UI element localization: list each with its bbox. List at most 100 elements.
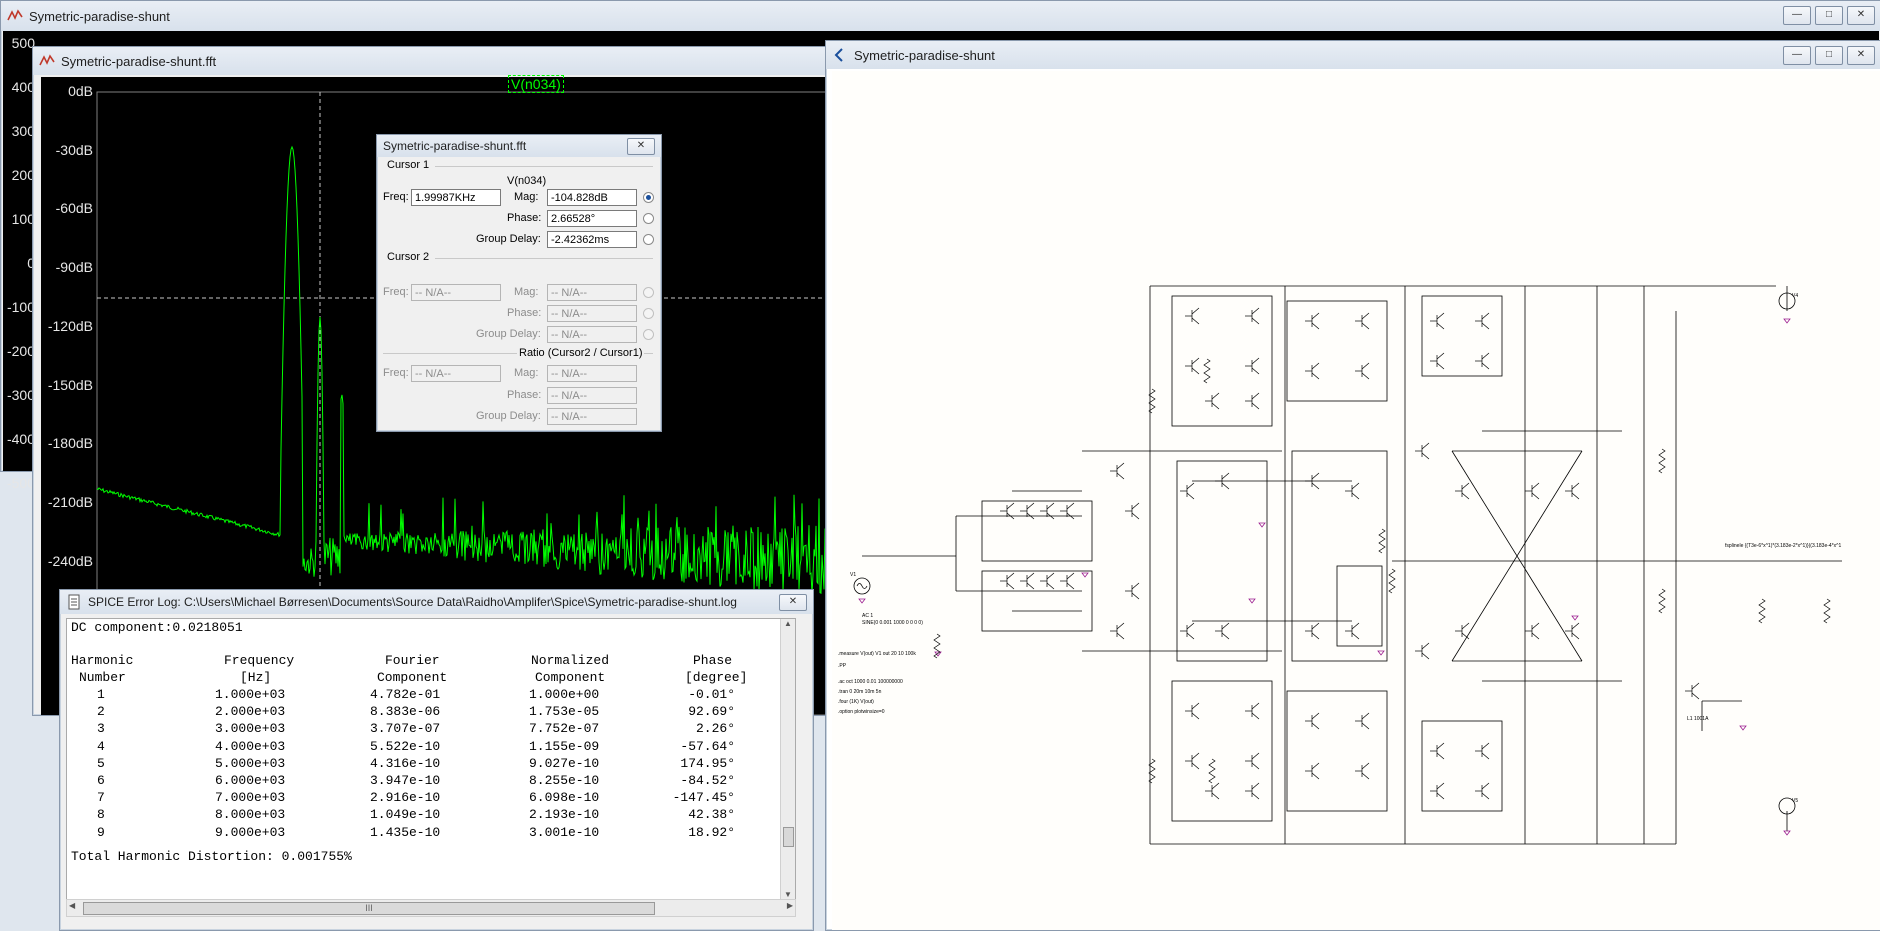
normalized-component-cell: 8.255e-10: [529, 773, 600, 788]
cursor-dialog-titlebar[interactable]: Symetric-paradise-shunt.fft ✕: [377, 135, 661, 157]
cursor1-phase-label: Phase:: [507, 212, 542, 224]
cursor2-mag-field[interactable]: -- N/A--: [547, 284, 637, 301]
schematic-wires: [862, 285, 1842, 845]
schematic-canvas[interactable]: V1 AC 1 SINE(0 0.001 1000 0 0 0 0) V4 V5…: [832, 71, 1880, 930]
log-text-area[interactable]: DC component:0.0218051 Harmonic Number F…: [66, 618, 796, 900]
scroll-down-arrow-icon[interactable]: ▼: [784, 890, 792, 899]
transistor-symbol: [1525, 622, 1540, 640]
transistor-symbol: [1355, 762, 1370, 780]
cursor1-mag-radio[interactable]: [643, 192, 654, 203]
scroll-right-arrow-icon[interactable]: ▶: [786, 901, 793, 910]
schematic-window-titlebar[interactable]: Symetric-paradise-shunt — □ ✕: [826, 41, 1880, 69]
transistor-symbol: [1215, 622, 1230, 640]
transistor-symbol: [1185, 702, 1200, 720]
back-window-titlebar[interactable]: Symetric-paradise-shunt — □ ✕: [1, 1, 1880, 31]
minimize-button[interactable]: —: [1783, 46, 1811, 65]
ratio-groupdelay-field[interactable]: -- N/A--: [547, 408, 637, 425]
header-phase: Phase: [693, 653, 733, 668]
cursor2-phase-radio[interactable]: [643, 308, 654, 319]
fft-y-tick-label: -120dB: [47, 317, 93, 334]
close-button[interactable]: ✕: [779, 594, 807, 611]
back-y-tick-label: 300: [11, 123, 35, 139]
transistor-symbol: [1525, 482, 1540, 500]
back-y-tick-label: 200: [11, 167, 35, 183]
harmonic-number-cell: 2: [97, 704, 105, 720]
transistor-symbol: [1205, 392, 1220, 410]
v1-sine-label: SINE(0 0.001 1000 0 0 0 0): [862, 620, 923, 626]
fft-y-tick-label: -60dB: [55, 200, 93, 217]
cursor2-mag-radio[interactable]: [643, 287, 654, 298]
transistor-symbol: [1215, 472, 1230, 490]
transistor-symbol: [1455, 622, 1470, 640]
transistor-symbol: [1565, 622, 1580, 640]
transistor-symbol: [1110, 462, 1125, 480]
cursor1-phase-field[interactable]: 2.66528°: [547, 210, 637, 227]
v5-source: [1778, 797, 1796, 815]
group-divider: [435, 166, 653, 167]
cursor1-groupdelay-radio[interactable]: [643, 234, 654, 245]
fourier-component-cell: 1.049e-10: [370, 807, 441, 823]
cursor2-groupdelay-radio[interactable]: [643, 329, 654, 340]
resistor-symbol: [1758, 598, 1766, 624]
cursor1-freq-field[interactable]: 1.99987KHz: [411, 189, 501, 206]
ratio-freq-field[interactable]: -- N/A--: [411, 365, 501, 382]
transistor-symbol: [1000, 502, 1015, 520]
cursor-dialog: Symetric-paradise-shunt.fft ✕ Cursor 1 V…: [376, 134, 662, 432]
transistor-symbol: [1305, 472, 1320, 490]
close-button[interactable]: ✕: [1847, 6, 1875, 25]
horizontal-scroll-thumb[interactable]: III: [83, 902, 655, 915]
cursor1-phase-radio[interactable]: [643, 213, 654, 224]
resistor-symbol: [1388, 568, 1396, 594]
fft-window-titlebar[interactable]: Symetric-paradise-shunt.fft: [33, 47, 829, 75]
maximize-button[interactable]: □: [1815, 6, 1843, 25]
vertical-scrollbar[interactable]: ▲ ▼: [780, 619, 795, 899]
ratio-phase-field[interactable]: -- N/A--: [547, 387, 637, 404]
back-window-title: Symetric-paradise-shunt: [29, 8, 170, 24]
cursor1-groupdelay-field[interactable]: -2.42362ms: [547, 231, 637, 248]
transistor-symbol: [1355, 312, 1370, 330]
frequency-cell: 3.000e+03: [215, 721, 286, 737]
log-window-titlebar[interactable]: SPICE Error Log: C:\Users\Michael Børres…: [60, 590, 813, 614]
transistor-symbol: [1685, 682, 1700, 700]
fft-trace-path: [96, 145, 829, 595]
cursor2-phase-field[interactable]: -- N/A--: [547, 305, 637, 322]
transistor-symbol: [1040, 502, 1055, 520]
v4-label: V4: [1792, 293, 1798, 299]
normalized-component-cell: 9.027e-10: [529, 755, 600, 771]
transistor-symbol: [1345, 482, 1360, 500]
phase-cell: -84.52°: [680, 773, 735, 788]
harmonic-number-cell: 9: [97, 824, 105, 840]
transistor-symbol: [1040, 572, 1055, 590]
cursor1-group-label: Cursor 1: [387, 159, 430, 171]
close-button[interactable]: ✕: [1847, 46, 1875, 65]
phase-cell: -57.64°: [680, 738, 735, 754]
ratio-mag-field[interactable]: -- N/A--: [547, 365, 637, 382]
minimize-button[interactable]: —: [1783, 6, 1811, 25]
header-fourier-component: Component: [377, 670, 448, 685]
plot-frame: [96, 91, 829, 715]
close-button[interactable]: ✕: [627, 138, 655, 155]
cursor2-groupdelay-field[interactable]: -- N/A--: [547, 326, 637, 343]
fourier-component-cell: 3.707e-07: [370, 721, 441, 737]
cursor2-freq-field[interactable]: -- N/A--: [411, 284, 501, 301]
back-y-tick-label: -100: [6, 299, 35, 315]
fft-y-tick-label: -210dB: [47, 493, 93, 510]
transistor-symbol: [1245, 702, 1260, 720]
fourier-component-cell: 1.435e-10: [370, 824, 441, 840]
cursor1-mag-field[interactable]: -104.828dB: [547, 189, 637, 206]
frequency-cell: 8.000e+03: [215, 807, 286, 823]
frequency-cell: 9.000e+03: [215, 824, 286, 840]
schematic-drawing[interactable]: V1 AC 1 SINE(0 0.001 1000 0 0 0 0) V4 V5…: [832, 71, 1880, 930]
transistor-symbol: [1060, 502, 1075, 520]
fft-y-tick-label: -150dB: [47, 376, 93, 393]
horizontal-scrollbar[interactable]: ◀ III ▶: [66, 899, 796, 917]
maximize-button[interactable]: □: [1815, 46, 1843, 65]
fft-y-tick-label: -90dB: [55, 259, 93, 276]
spice-log-window: SPICE Error Log: C:\Users\Michael Børres…: [59, 589, 814, 931]
trace-label[interactable]: V(n034): [508, 75, 564, 93]
scroll-thumb[interactable]: [783, 827, 794, 847]
cursor-dialog-title: Symetric-paradise-shunt.fft: [383, 139, 527, 153]
waveform-app-icon: [7, 9, 23, 21]
scroll-left-arrow-icon[interactable]: ◀: [69, 901, 76, 910]
scroll-up-arrow-icon[interactable]: ▲: [784, 619, 792, 628]
